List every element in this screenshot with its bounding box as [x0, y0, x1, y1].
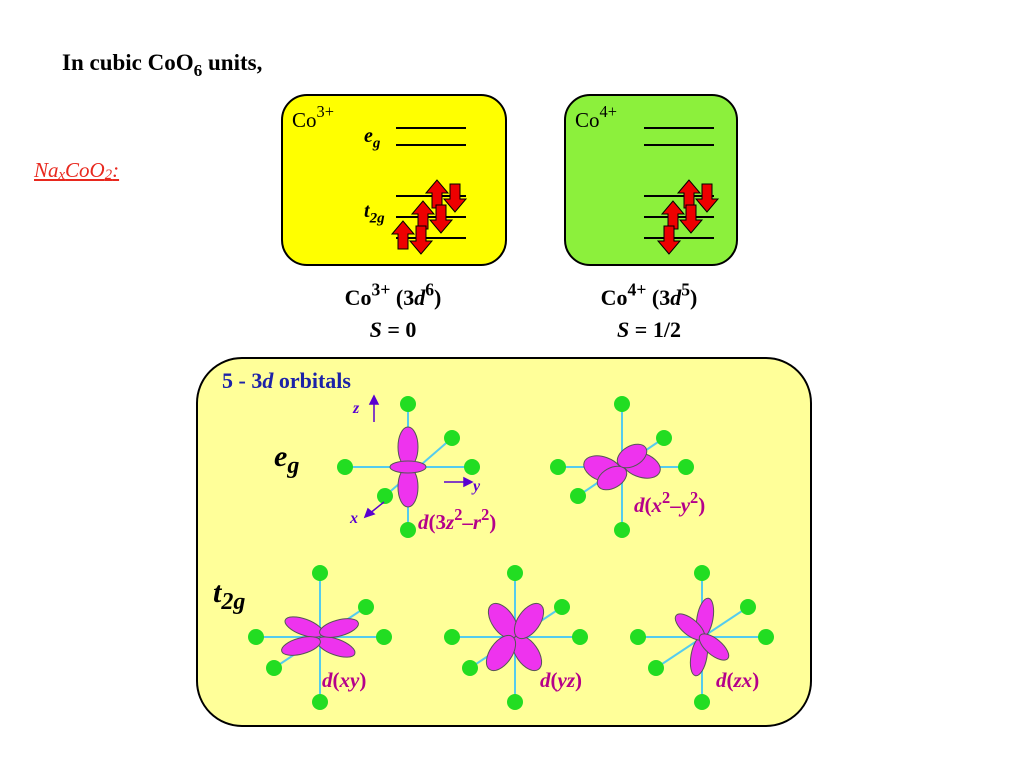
- co3-eg-levels: [396, 127, 466, 146]
- orbital-dx2y2: [550, 396, 694, 538]
- eg-group-label: eg: [274, 440, 300, 480]
- orbital-dyz: [444, 565, 588, 710]
- co4-caption: Co4+ (3d5) S = 1/2: [600, 279, 698, 342]
- page-heading: In cubic CoO6 units,: [62, 50, 263, 81]
- co3-t2g-label: t2g: [364, 200, 385, 227]
- label-dx2y2: d(x2–y2): [634, 488, 706, 517]
- formula-link[interactable]: NaxCoO2:: [34, 158, 120, 184]
- co3-box-title: Co3+: [292, 102, 334, 132]
- orbital-dz2: [337, 396, 480, 538]
- co3-eg-label: eg: [364, 125, 381, 152]
- axis-label-z: z: [353, 400, 360, 417]
- t2g-group-label: t2g: [213, 576, 246, 616]
- label-dzx: d(zx): [716, 668, 760, 692]
- co4-eg-levels: [644, 127, 714, 146]
- orbital-dzx: [630, 565, 774, 710]
- axis-indicators: [363, 394, 474, 519]
- label-dz2: d(3z2–r2): [418, 505, 497, 534]
- orbitals-heading: 5 - 3d orbitals: [222, 368, 351, 393]
- orbital-dxy: [248, 565, 392, 710]
- axis-label-y: y: [473, 478, 481, 495]
- co4-box-title: Co4+: [575, 102, 617, 132]
- co3-caption: Co3+ (3d6) S = 0: [344, 279, 442, 342]
- axis-label-x: x: [350, 510, 358, 527]
- label-dyz: d(yz): [540, 668, 582, 692]
- label-dxy: d(xy): [322, 668, 367, 692]
- co3-level-box: [281, 94, 507, 266]
